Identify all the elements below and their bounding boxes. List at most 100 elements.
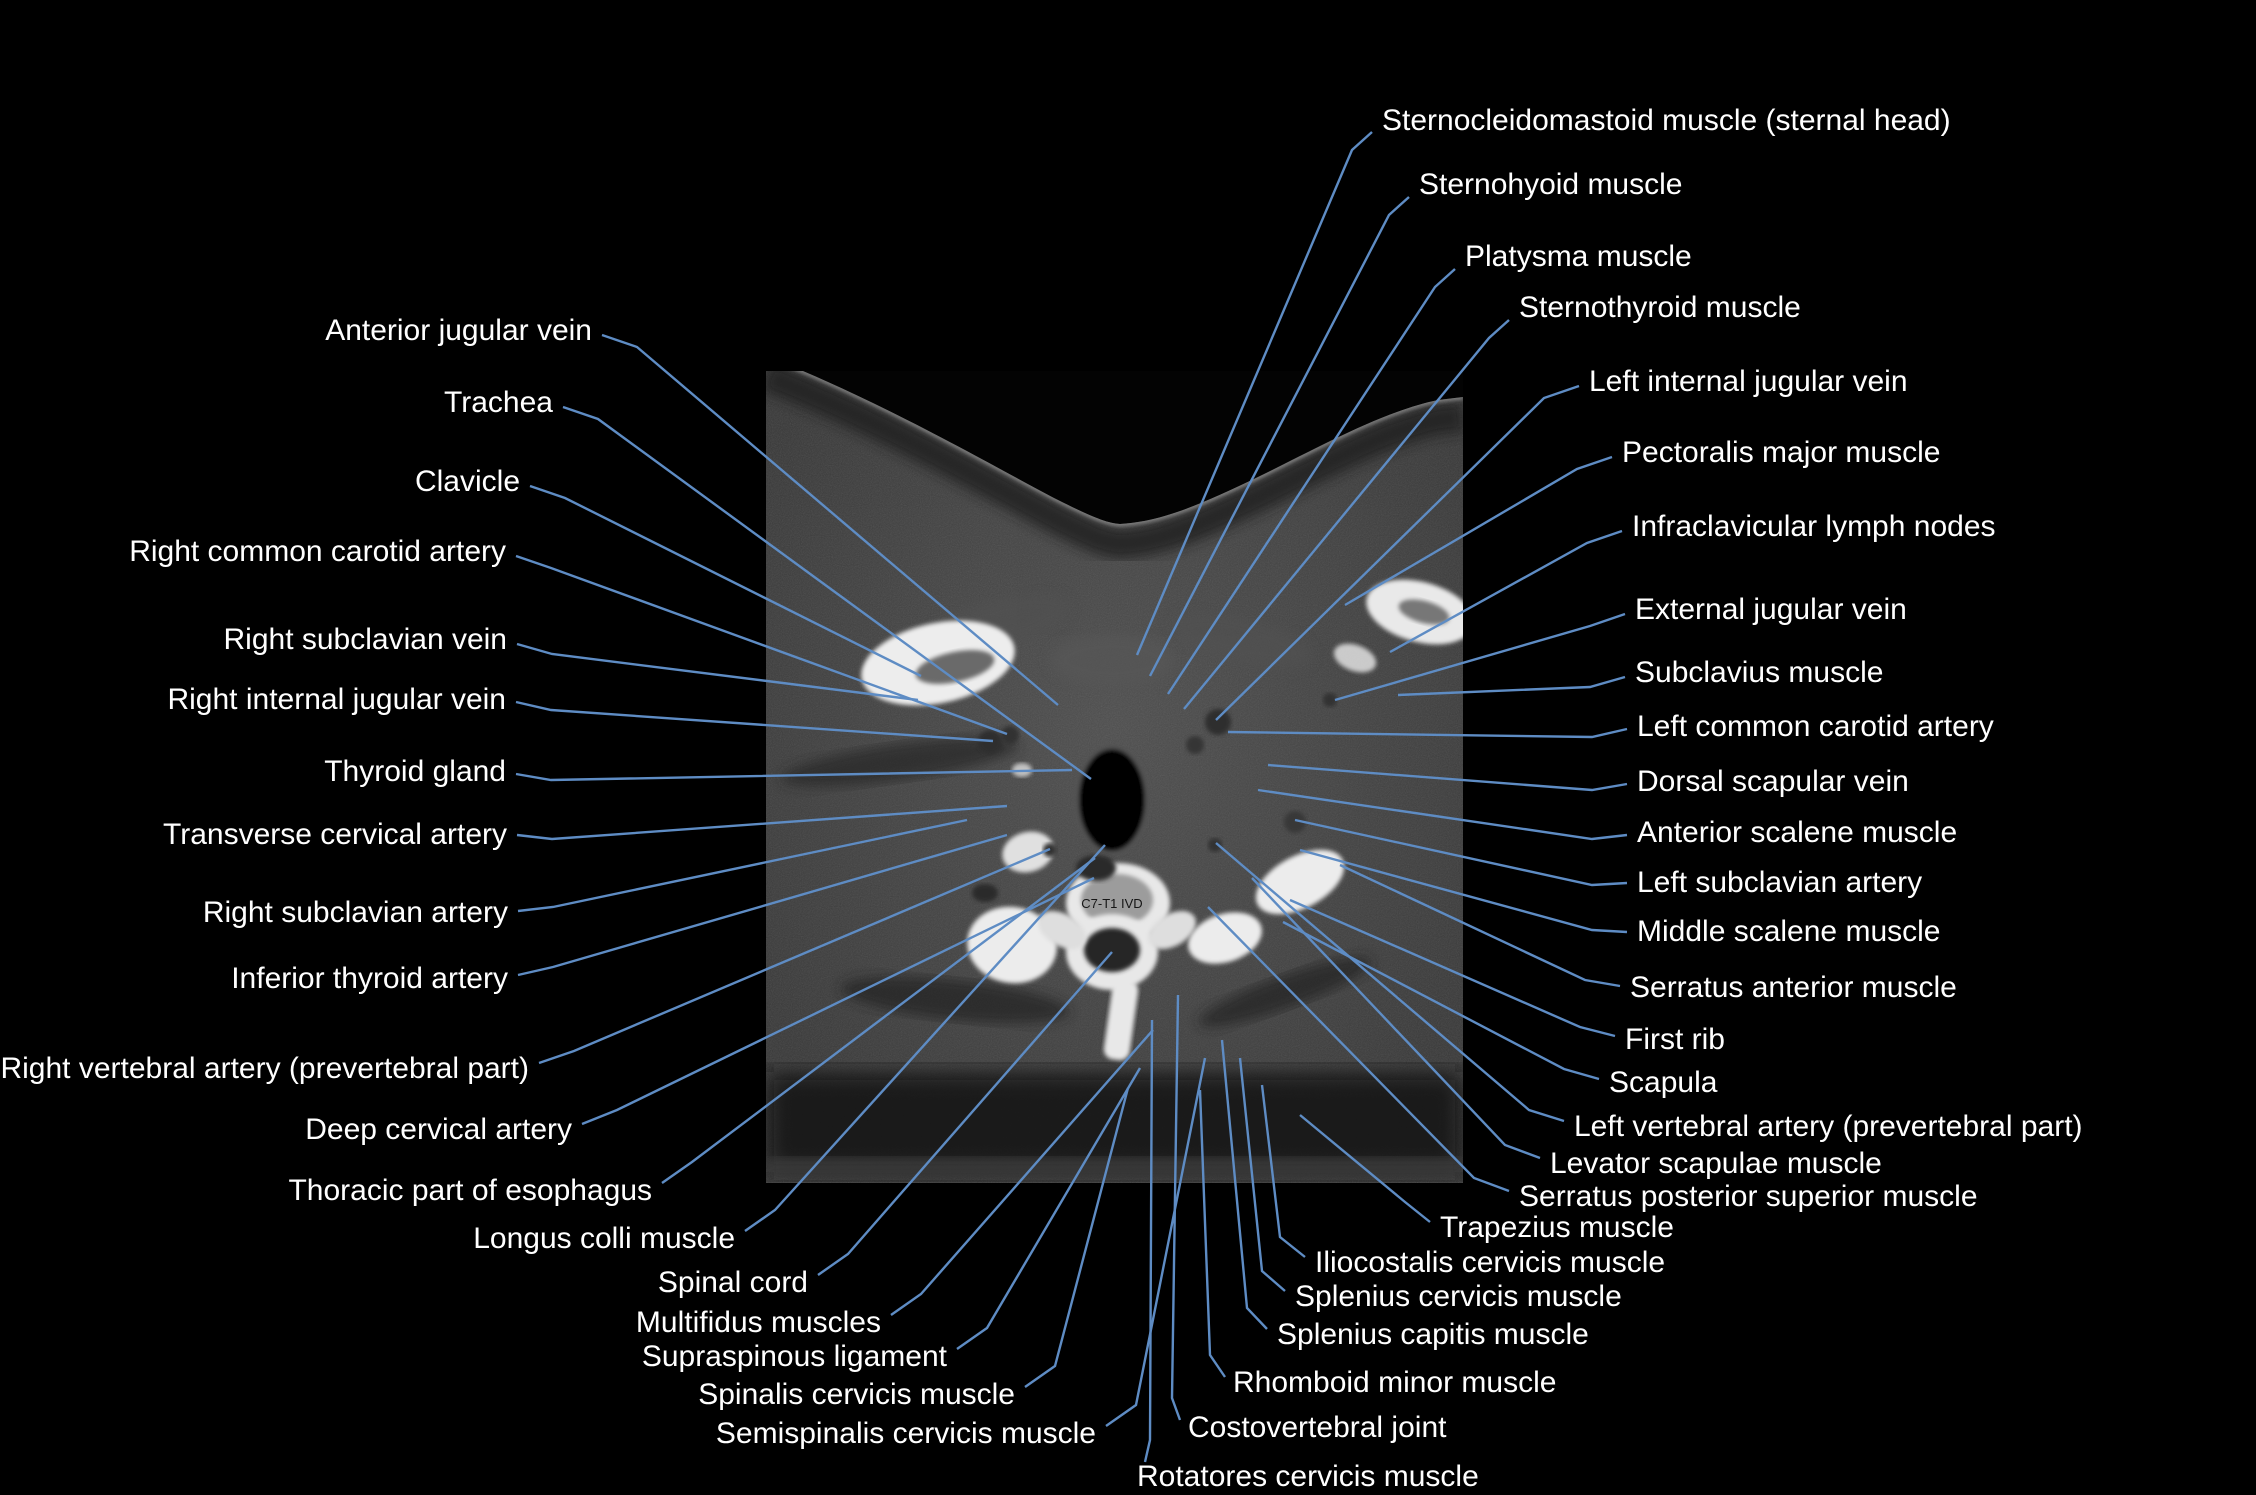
label-left-common-carotid-artery: Left common carotid artery (1637, 710, 1994, 743)
left-common-carotid-lumen (1186, 736, 1204, 754)
leader-line-deep-cervical-artery (581, 876, 1095, 1126)
leader-line-left-subclavian-artery (1294, 818, 1628, 887)
esophagus (1076, 855, 1116, 881)
label-semispinalis-cervicis-muscle: Semispinalis cervicis muscle (715, 1417, 1096, 1450)
leader-line-anterior-scalene-muscle (1257, 788, 1628, 841)
label-sternohyoid-muscle: Sternohyoid muscle (1419, 168, 1683, 201)
label-middle-scalene-muscle: Middle scalene muscle (1637, 915, 1941, 948)
leader-line-costovertebral-joint (1170, 994, 1182, 1421)
leader-line-scapula (1282, 920, 1600, 1081)
label-external-jugular-vein: External jugular vein (1635, 593, 1907, 626)
right-rib-bone (967, 906, 1057, 984)
left-first-rib-bone (1255, 849, 1345, 915)
label-levator-scapulae-muscle: Levator scapulae muscle (1550, 1147, 1882, 1180)
leader-line-serratus-anterior-muscle (1339, 863, 1621, 988)
left-internal-jugular-vein-lumen (1205, 709, 1231, 735)
label-subclavius-muscle: Subclavius muscle (1635, 656, 1884, 689)
left-subclavian-artery-lumen (1284, 811, 1306, 833)
label-splenius-cervicis-muscle: Splenius cervicis muscle (1295, 1280, 1622, 1313)
label-pectoralis-major-muscle: Pectoralis major muscle (1622, 436, 1941, 469)
leader-line-thoracic-part-of-esophagus (661, 857, 1096, 1184)
label-thoracic-part-of-esophagus: Thoracic part of esophagus (288, 1174, 652, 1207)
leader-line-first-rib (1289, 898, 1616, 1038)
intervertebral-disc (1081, 874, 1153, 926)
left-clavicle-medulla (1398, 599, 1450, 625)
label-sternocleidomastoid-muscle-sternal-head: Sternocleidomastoid muscle (sternal head… (1382, 104, 1951, 137)
label-platysma-muscle: Platysma muscle (1465, 240, 1692, 273)
ct-level-caption: C7-T1 IVD (1081, 896, 1142, 911)
leader-line-rhomboid-minor-muscle (1198, 1089, 1226, 1378)
label-splenius-capitis-muscle: Splenius capitis muscle (1277, 1318, 1589, 1351)
leader-line-left-internal-jugular-vein (1215, 384, 1580, 721)
leader-line-spinalis-cervicis-muscle (1024, 1087, 1130, 1388)
leader-line-trapezius-muscle (1299, 1114, 1431, 1223)
fascial-plane-streak (840, 976, 1070, 1024)
leader-line-trachea (562, 405, 1092, 780)
label-scapula: Scapula (1609, 1066, 1718, 1099)
right-first-rib-bone (1002, 831, 1054, 873)
label-serratus-anterior-muscle: Serratus anterior muscle (1630, 971, 1957, 1004)
label-right-vertebral-artery-prevertebral-part: Right vertebral artery (prevertebral par… (0, 1052, 529, 1085)
label-trachea: Trachea (444, 386, 553, 419)
leader-line-serratus-posterior-superior-muscle (1207, 906, 1510, 1193)
label-anterior-jugular-vein: Anterior jugular vein (325, 314, 592, 347)
label-longus-colli-muscle: Longus colli muscle (473, 1222, 735, 1255)
ct-frame: C7-T1 IVD (766, 371, 1463, 1183)
subcutaneous-fat-band (766, 371, 1463, 560)
leader-line-inferior-thyroid-artery (517, 833, 1008, 977)
leader-line-thyroid-gland (515, 768, 1073, 782)
label-infraclavicular-lymph-nodes: Infraclavicular lymph nodes (1632, 510, 1996, 543)
leader-line-right-internal-jugular-vein (515, 700, 994, 743)
leader-line-right-subclavian-artery (517, 818, 968, 913)
leader-line-clavicle (529, 484, 922, 678)
leader-line-sternocleidomastoid-muscle-sternal-head (1135, 131, 1373, 656)
label-iliocostalis-cervicis-muscle: Iliocostalis cervicis muscle (1315, 1246, 1666, 1279)
leader-line-splenius-capitis-muscle (1220, 1039, 1268, 1330)
leader-line-sternohyoid-muscle (1148, 196, 1410, 677)
right-transverse-process-bone (1038, 911, 1086, 949)
spinous-process-bone (1103, 979, 1139, 1061)
leader-line-spinal-cord (817, 951, 1113, 1276)
external-jugular-vein-lumen (1323, 693, 1337, 707)
vessels-group (978, 693, 1337, 857)
label-inferior-thyroid-artery: Inferior thyroid artery (231, 962, 508, 995)
leader-line-dorsal-scapular-vein (1267, 763, 1628, 792)
leader-line-rotatores-cervicis-muscle (1143, 1019, 1154, 1463)
label-serratus-posterior-superior-muscle: Serratus posterior superior muscle (1519, 1180, 1978, 1213)
leader-line-middle-scalene-muscle (1299, 848, 1628, 934)
trachea-lumen (1075, 745, 1149, 855)
leader-line-longus-colli-muscle (744, 844, 1106, 1232)
label-right-common-carotid-artery: Right common carotid artery (129, 535, 506, 568)
label-sternothyroid-muscle: Sternothyroid muscle (1519, 291, 1801, 324)
leader-line-semispinalis-cervicis-muscle (1105, 1057, 1207, 1427)
leader-line-levator-scapulae-muscle (1251, 877, 1541, 1160)
posterior-skin-strip (766, 1158, 1463, 1176)
right-internal-jugular-vein-lumen (978, 730, 1002, 754)
left-transverse-process-bone (1188, 912, 1262, 964)
label-rotatores-cervicis-muscle: Rotatores cervicis muscle (1137, 1460, 1479, 1493)
left-vertebral-artery-lumen (1208, 838, 1222, 852)
label-spinal-cord: Spinal cord (657, 1266, 808, 1299)
strap-muscles-shading (1050, 634, 1174, 686)
label-clavicle: Clavicle (414, 465, 520, 498)
leader-line-right-subclavian-vein (516, 642, 919, 702)
label-left-internal-jugular-vein: Left internal jugular vein (1589, 365, 1908, 398)
left-shoulder-bone-fragment (1333, 643, 1377, 673)
label-multifidus-muscles: Multifidus muscles (635, 1306, 881, 1339)
leader-line-right-common-carotid-artery (515, 554, 1008, 736)
label-transverse-cervical-artery: Transverse cervical artery (163, 818, 507, 851)
label-supraspinous-ligament: Supraspinous ligament (641, 1340, 947, 1373)
left-transverse-process-bone2 (1148, 911, 1196, 949)
fascial-plane-streak (1198, 957, 1372, 1027)
label-right-subclavian-artery: Right subclavian artery (202, 896, 508, 929)
spinal-canal (1084, 928, 1140, 972)
leader-line-transverse-cervical-artery (516, 804, 1008, 841)
label-right-internal-jugular-vein: Right internal jugular vein (167, 683, 506, 716)
label-right-subclavian-vein: Right subclavian vein (223, 623, 508, 656)
leader-line-left-vertebral-artery-prevertebral-part (1215, 842, 1565, 1123)
leader-line-right-vertebral-artery-prevertebral-part (538, 847, 1051, 1065)
